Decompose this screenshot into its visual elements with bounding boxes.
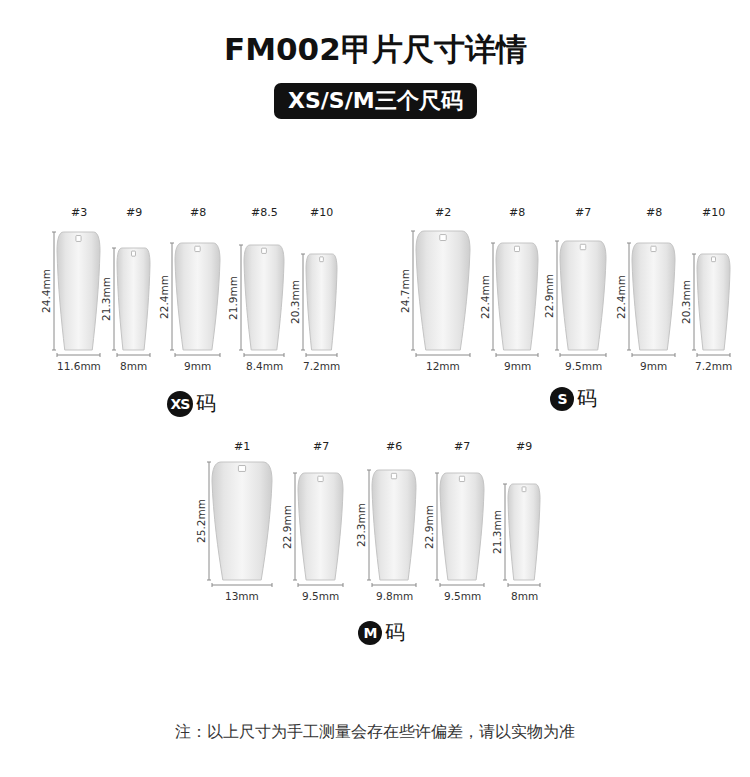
nail-number: #7: [454, 441, 470, 454]
nail-number: #8.5: [251, 207, 278, 220]
height-dimension: 21.3mm: [491, 509, 503, 555]
width-dimension: 7.2mm: [694, 360, 733, 372]
width-dimension: 9mm: [183, 360, 212, 372]
nail-number: #7: [575, 207, 591, 220]
nail-number: #9: [516, 441, 532, 454]
width-dimension: 9.5mm: [301, 590, 340, 602]
width-dimension: 11.6mm: [56, 360, 102, 372]
nail-number: #7: [313, 441, 329, 454]
width-dimension: 13mm: [224, 590, 260, 602]
nail-number: #8: [509, 207, 525, 220]
size-badge: M: [358, 621, 382, 645]
size-badge: XS: [167, 391, 193, 417]
banner-text: XS/S/M三个尺码: [288, 86, 463, 116]
nail-number: #1: [234, 441, 250, 454]
width-dimension: 9.5mm: [443, 590, 482, 602]
height-dimension: 21.3mm: [100, 276, 112, 322]
size-marker: S码: [550, 385, 597, 412]
width-dimension: 12mm: [425, 360, 461, 372]
width-dimension: 7.2mm: [302, 360, 341, 372]
height-dimension: 24.4mm: [40, 268, 52, 314]
nail-number: #6: [386, 441, 402, 454]
nail-shapes: [57, 231, 730, 580]
height-dimension: 22.4mm: [615, 274, 627, 320]
size-suffix: 码: [577, 385, 597, 412]
height-dimension: 22.9mm: [543, 273, 555, 319]
nail-number: #2: [435, 207, 451, 220]
nail-number: #3: [71, 207, 87, 220]
width-dimension: 9mm: [503, 360, 532, 372]
size-badge: S: [550, 387, 574, 411]
height-dimension: 20.3mm: [680, 279, 692, 325]
height-dimension: 21.9mm: [227, 275, 239, 321]
width-dimension: 8mm: [510, 590, 539, 602]
dimension-lines: [52, 231, 730, 587]
nail-number: #8: [190, 207, 206, 220]
height-dimension: 25.2mm: [195, 498, 207, 544]
height-dimension: 22.9mm: [281, 504, 293, 550]
height-dimension: 22.9mm: [423, 504, 435, 550]
nail-number: #10: [310, 207, 333, 220]
size-suffix: 码: [385, 619, 405, 646]
chart-title: FM002甲片尺寸详情: [224, 32, 527, 68]
width-dimension: 9.5mm: [564, 360, 603, 372]
height-dimension: 22.4mm: [158, 274, 170, 320]
width-dimension: 9mm: [639, 360, 668, 372]
footnote: 注：以上尺寸为手工测量会存在些许偏差，请以实物为准: [175, 723, 575, 741]
width-dimension: 9.8mm: [375, 590, 414, 602]
size-suffix: 码: [196, 390, 216, 417]
height-dimension: 20.3mm: [289, 279, 301, 325]
size-marker: M码: [358, 619, 405, 646]
nail-number: #9: [126, 207, 142, 220]
nail-number: #8: [646, 207, 662, 220]
width-dimension: 8mm: [119, 360, 148, 372]
size-marker: XS码: [167, 390, 216, 417]
nail-number: #10: [702, 207, 725, 220]
height-dimension: 24.7mm: [399, 268, 411, 314]
height-dimension: 22.4mm: [479, 274, 491, 320]
height-dimension: 23.3mm: [355, 502, 367, 548]
width-dimension: 8.4mm: [245, 360, 284, 372]
size-banner: XS/S/M三个尺码: [274, 83, 477, 119]
